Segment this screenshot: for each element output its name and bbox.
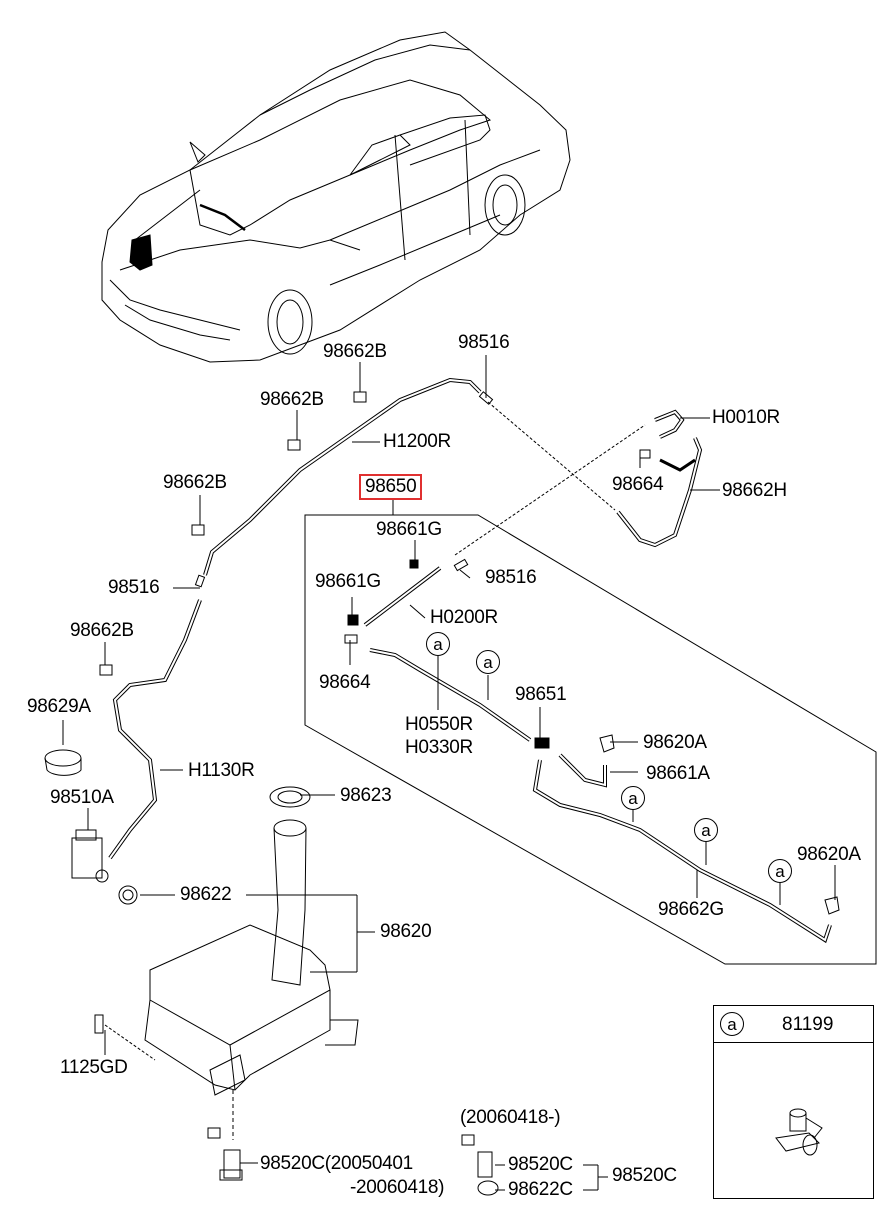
clip-81199-icon (775, 1108, 823, 1156)
callout-98664[interactable]: 98664 (612, 474, 664, 495)
ref-bubble-a: a (621, 786, 645, 810)
date-range-old: -20060418) (350, 1177, 445, 1198)
callout-98620A[interactable]: 98620A (797, 844, 861, 865)
callout-98622C[interactable]: 98622C (508, 1179, 573, 1200)
clip-parts (44, 391, 840, 1196)
legend-header: a 81199 (714, 1006, 873, 1043)
callout-98662B[interactable]: 98662B (70, 620, 134, 641)
ref-bubble-a: a (694, 818, 718, 842)
callout-98662B[interactable]: 98662B (163, 472, 227, 493)
assembly-98650-highlighted[interactable]: 98650 (359, 474, 423, 500)
ref-bubble-a: a (426, 632, 450, 656)
legend-box: a 81199 (713, 1005, 874, 1199)
car-illustration (101, 31, 571, 363)
callout-98620[interactable]: 98620 (380, 921, 432, 942)
callout-H1130R[interactable]: H1130R (188, 760, 255, 781)
callout-98516[interactable]: 98516 (108, 577, 160, 598)
callout-98622[interactable]: 98622 (180, 884, 232, 905)
legend-part-number[interactable]: 81199 (782, 1014, 834, 1035)
assembly-frame (304, 514, 877, 965)
callout-98520C-set[interactable]: 98520C (612, 1165, 677, 1186)
callout-98629A[interactable]: 98629A (27, 696, 91, 717)
callout-98651[interactable]: 98651 (515, 684, 567, 705)
callout-98661G[interactable]: 98661G (315, 571, 381, 592)
callout-98510A[interactable]: 98510A (50, 787, 114, 808)
callout-98662B[interactable]: 98662B (260, 389, 324, 410)
callout-98662G[interactable]: 98662G (658, 899, 724, 920)
callout-98661G[interactable]: 98661G (376, 519, 442, 540)
callout-98623[interactable]: 98623 (340, 785, 392, 806)
callout-98520C-old[interactable]: 98520C(20050401 (260, 1153, 413, 1174)
legend-bubble: a (720, 1012, 744, 1036)
callout-98664[interactable]: 98664 (319, 672, 371, 693)
callout-98662H[interactable]: 98662H (722, 480, 787, 501)
callout-98516[interactable]: 98516 (458, 332, 510, 353)
date-range-new: (20060418-) (460, 1107, 561, 1128)
callout-H0330R[interactable]: H0330R (405, 737, 473, 758)
callout-98662B[interactable]: 98662B (323, 341, 387, 362)
callout-H0550R[interactable]: H0550R (405, 714, 473, 735)
ref-bubble-a: a (768, 859, 792, 883)
callout-98516[interactable]: 98516 (485, 567, 537, 588)
ref-bubble-a: a (476, 650, 500, 674)
callout-H0010R[interactable]: H0010R (712, 407, 780, 428)
callout-H1200R[interactable]: H1200R (383, 431, 451, 452)
callout-98620A[interactable]: 98620A (643, 732, 707, 753)
callout-98661A[interactable]: 98661A (646, 763, 710, 784)
callout-H0200R[interactable]: H0200R (430, 607, 498, 628)
callout-98520C[interactable]: 98520C (508, 1154, 573, 1175)
callout-1125GD[interactable]: 1125GD (60, 1057, 128, 1078)
